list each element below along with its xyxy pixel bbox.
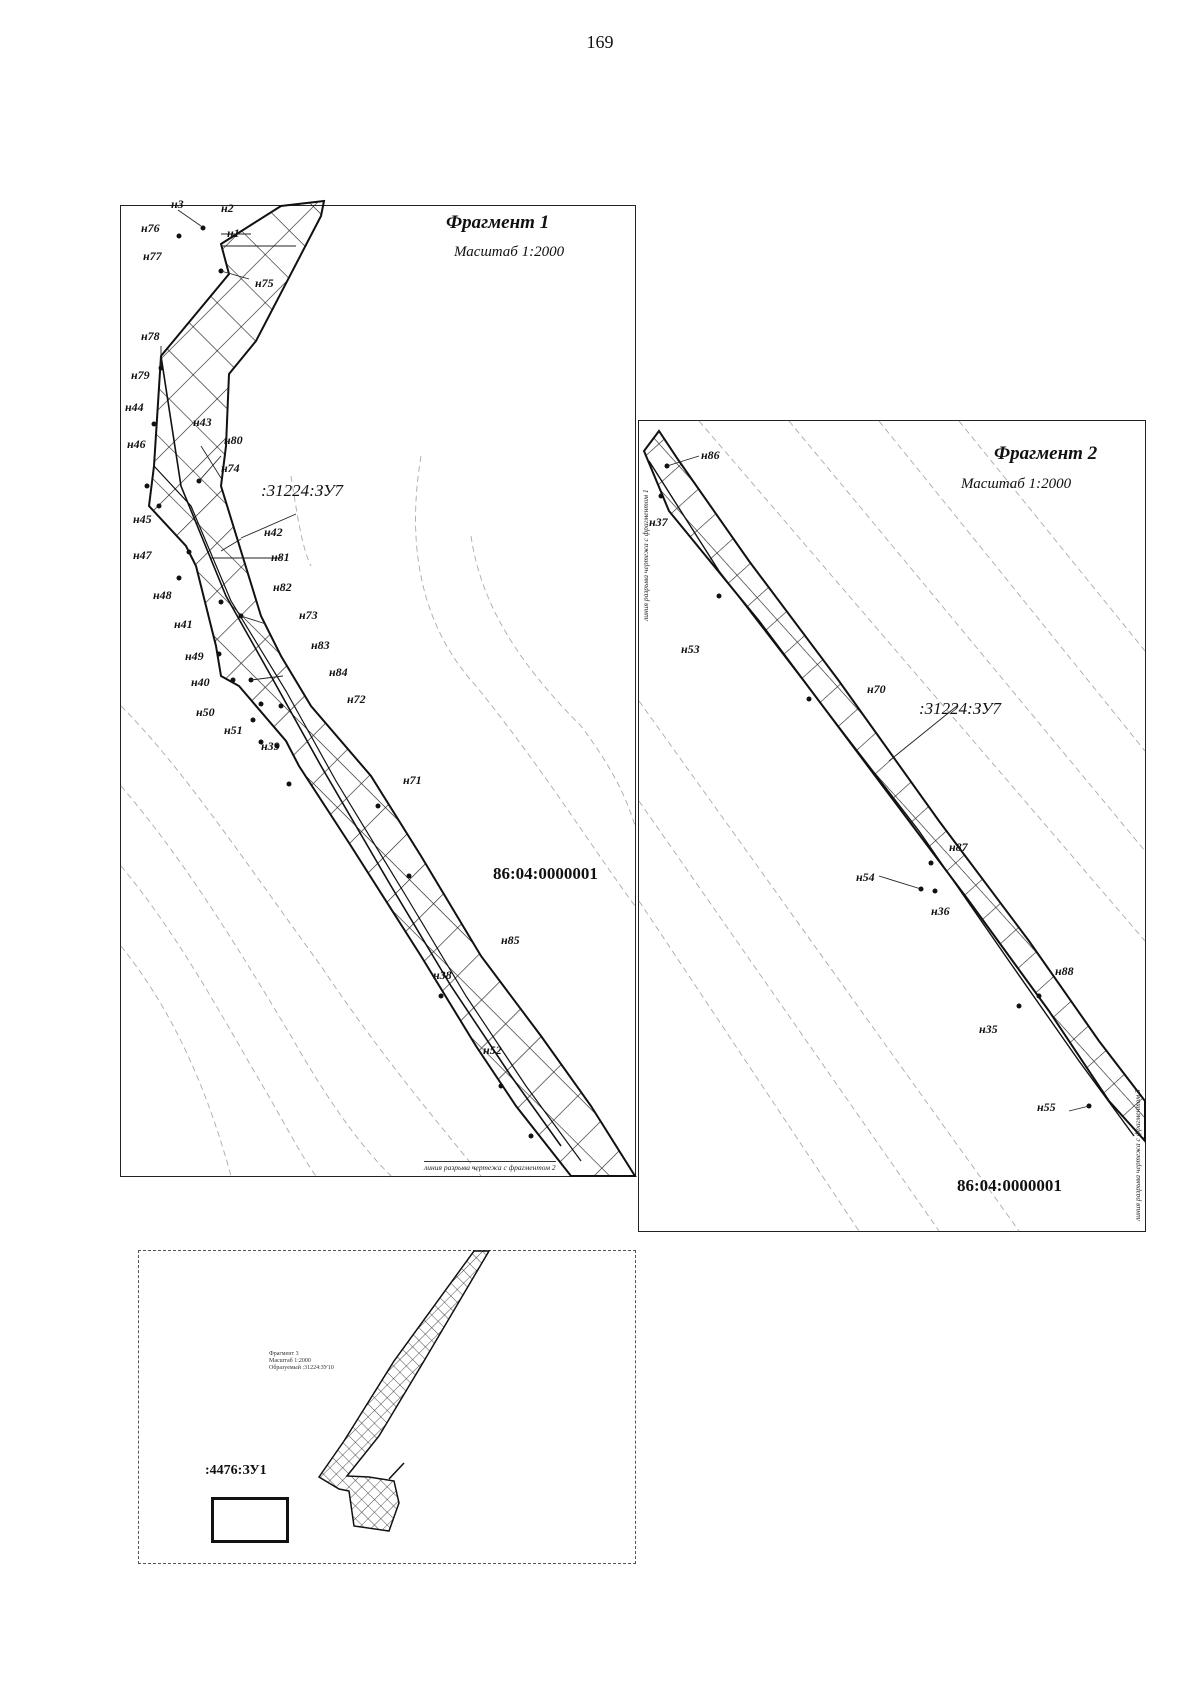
point-label-n45: н45 <box>133 512 152 526</box>
point-label-n73: н73 <box>299 608 318 622</box>
parcel-strip-fragment-2 <box>642 429 1146 1144</box>
point-label-n75: н75 <box>255 276 274 290</box>
point-label-n88: н88 <box>1055 964 1074 978</box>
fragment-1-parcel-label: :31224:ЗУ7 <box>261 481 343 500</box>
leader-lines-fragment-2 <box>666 455 1090 1112</box>
overview-quarter-label: :4476:ЗУ1 <box>205 1463 267 1478</box>
point-markers-fragment-2 <box>658 463 1092 1109</box>
point-label-n48: н48 <box>153 588 172 602</box>
point-label-n51: н51 <box>224 723 243 737</box>
fragment-1-quarter-label: 86:04:0000001 <box>493 864 598 883</box>
point-label-n80: н80 <box>224 433 243 447</box>
overview-mini-legend-line-3: Образуемый :31224:ЗУ10 <box>269 1365 334 1371</box>
point-markers-fragment-1 <box>144 225 534 1139</box>
point-label-n1: н1 <box>227 226 240 240</box>
point-label-n35: н35 <box>979 1022 998 1036</box>
point-label-n2: н2 <box>221 201 234 215</box>
point-label-n81: н81 <box>271 550 290 564</box>
point-label-n72: н72 <box>347 692 366 706</box>
point-label-n86: н86 <box>701 448 720 462</box>
point-label-n54: н54 <box>856 870 875 884</box>
point-label-n36: н36 <box>931 904 950 918</box>
fragment-2-break-line-label-right: линия разрыва чертежа с фрагментом 3 <box>1133 1089 1142 1221</box>
fragment-1-break-line-label: линия разрыва чертежа с фрагментом 2 <box>424 1161 556 1172</box>
point-label-n85: н85 <box>501 933 520 947</box>
point-label-n39: н39 <box>261 739 280 753</box>
fragment-1-title: Фрагмент 1 <box>446 212 550 233</box>
point-label-n43: н43 <box>193 415 212 429</box>
overview-frame: Фрагмент 3 Масштаб 1:2000 Образуемый :31… <box>138 1250 636 1564</box>
point-label-n77: н77 <box>143 249 162 263</box>
fragment-2-quarter-label: 86:04:0000001 <box>957 1176 1062 1195</box>
point-label-n42: н42 <box>264 525 283 539</box>
point-label-n37: н37 <box>649 515 668 529</box>
point-label-n76: н76 <box>141 221 160 235</box>
inner-boundary-fragment-2 <box>648 460 1135 1137</box>
point-label-n41: н41 <box>174 617 193 631</box>
point-label-n70: н70 <box>867 682 886 696</box>
point-label-n83: н83 <box>311 638 330 652</box>
point-label-n71: н71 <box>403 773 422 787</box>
point-label-n78: н78 <box>141 329 160 343</box>
point-label-n38: н38 <box>433 968 452 982</box>
fragment-2-parcel-label: :31224:ЗУ7 <box>919 699 1001 718</box>
inner-boundary-2-fragment-1 <box>153 465 582 1162</box>
point-label-n79: н79 <box>131 368 150 382</box>
fragment-2-drawing <box>638 420 1146 1232</box>
leader-lines-fragment-1 <box>160 209 297 681</box>
point-label-n50: н50 <box>196 705 215 719</box>
point-label-n44: н44 <box>125 400 144 414</box>
background-contours <box>120 455 636 1177</box>
point-label-n47: н47 <box>133 548 152 562</box>
overview-mini-legend-line-2: Масштаб 1:2000 <box>269 1358 311 1364</box>
point-label-n82: н82 <box>273 580 292 594</box>
parcel-strip-fragment-1 <box>147 199 637 1177</box>
point-label-n84: н84 <box>329 665 348 679</box>
background-contours <box>638 420 1146 1232</box>
point-label-n52: н52 <box>483 1043 502 1057</box>
overview-mini-legend-line-1: Фрагмент 3 <box>269 1351 299 1357</box>
point-label-n49: н49 <box>185 649 204 663</box>
fragment-2-title: Фрагмент 2 <box>994 443 1098 464</box>
overview-frame-box <box>211 1497 289 1543</box>
point-label-n55: н55 <box>1037 1100 1056 1114</box>
point-label-n40: н40 <box>191 675 210 689</box>
point-label-n87: н87 <box>949 840 968 854</box>
fragment-1-frame: Фрагмент 1 Масштаб 1:2000 :31224:ЗУ7 86:… <box>120 198 637 1177</box>
overview-drawing <box>317 1250 491 1532</box>
overview-parcel-strip <box>317 1250 491 1532</box>
fragment-1-drawing <box>120 199 637 1177</box>
point-label-n74: н74 <box>221 461 240 475</box>
point-label-n46: н46 <box>127 437 146 451</box>
point-label-n3: н3 <box>171 197 184 211</box>
fragment-2-break-line-label-left: линия разрыва чертежа с фрагментом 1 <box>641 489 650 621</box>
fragment-2-scale: Масштаб 1:2000 <box>961 476 1072 492</box>
fragment-1-scale: Масштаб 1:2000 <box>454 244 565 260</box>
fragment-2-frame: линия разрыва чертежа с фрагментом 1 лин… <box>638 420 1146 1232</box>
inner-boundary-fragment-1 <box>160 355 562 1147</box>
page-number: 169 <box>586 32 614 52</box>
point-label-n53: н53 <box>681 642 700 656</box>
overview-leader-line <box>388 1462 405 1480</box>
